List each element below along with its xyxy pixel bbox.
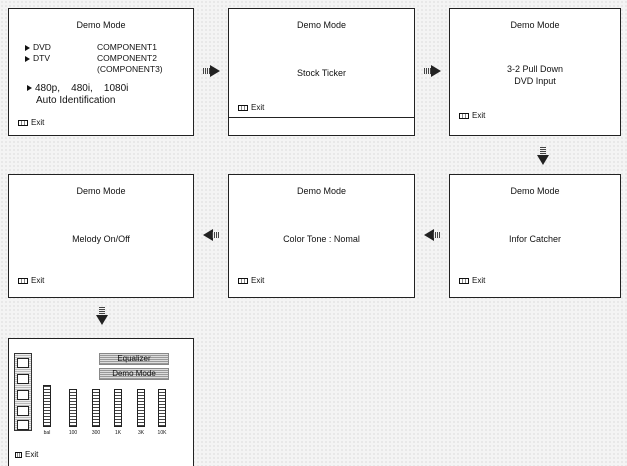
exit-button[interactable]: Exit: [459, 276, 485, 285]
arrow-down-icon: [96, 315, 108, 325]
feature-label: 3-2 Pull Down: [506, 64, 564, 74]
arrow-shaft: [203, 68, 211, 74]
sound-mode-icon: [17, 406, 29, 416]
eq-band-bar: [43, 385, 51, 427]
component-3: (COMPONENT3): [97, 64, 163, 74]
exit-icon: [15, 451, 22, 458]
triangle-icon: [27, 85, 32, 92]
component-2: COMPONENT2: [97, 53, 157, 63]
panel-title: Demo Mode: [76, 186, 126, 196]
auto-identification: Auto Identification: [36, 95, 116, 106]
feature-label-2: DVD Input: [514, 76, 556, 86]
panel-melody: Demo Mode Melody On/Off Exit: [8, 174, 194, 298]
panel-equalizer: Equalizer Demo Mode bal 100 300 1K 3K 10…: [8, 338, 194, 466]
panel-title: Demo Mode: [296, 186, 347, 196]
menu-item-dtv: DTV: [25, 53, 50, 63]
exit-button[interactable]: Exit: [459, 111, 485, 120]
exit-button[interactable]: Exit: [18, 276, 44, 285]
feature-label: Infor Catcher: [508, 234, 562, 244]
triangle-icon: [25, 55, 30, 62]
arrow-shaft: [433, 232, 441, 238]
eq-band-bar: [114, 389, 122, 427]
arrow-shaft: [99, 307, 105, 316]
exit-button[interactable]: Exit: [15, 450, 38, 459]
eq-band-bar: [69, 389, 77, 427]
exit-button[interactable]: Exit: [18, 118, 44, 127]
eq-band-label: 300: [91, 430, 101, 436]
arrow-right-icon: [431, 65, 441, 77]
demo-mode-badge: Demo Mode: [99, 368, 169, 380]
panel-title: Demo Mode: [510, 20, 560, 30]
sound-mode-icon: [17, 390, 29, 400]
exit-button[interactable]: Exit: [238, 276, 264, 285]
eq-band-bar: [158, 389, 166, 427]
exit-icon: [459, 112, 469, 119]
panel-demo-input: Demo Mode DVD DTV COMPONENT1 COMPONENT2 …: [8, 8, 194, 136]
exit-icon: [238, 104, 248, 111]
eq-band-label: 100: [68, 430, 78, 436]
exit-icon: [459, 277, 469, 284]
exit-icon: [18, 119, 28, 126]
exit-icon: [238, 277, 248, 284]
panel-infor-catcher: Demo Mode Infor Catcher Exit: [449, 174, 621, 298]
feature-label: Melody On/Off: [72, 234, 130, 244]
feature-label: Stock Ticker: [296, 68, 346, 78]
eq-band-label: 3K: [137, 430, 145, 436]
feature-label: Color Tone : Nomal: [283, 234, 360, 244]
exit-icon: [18, 277, 28, 284]
panel-stock-ticker: Demo Mode Stock Ticker Exit: [228, 8, 415, 136]
arrow-left-icon: [424, 229, 434, 241]
eq-band-label: bal: [43, 430, 51, 436]
arrow-shaft: [540, 147, 546, 156]
equalizer-badge: Equalizer: [99, 353, 169, 365]
menu-item-dvd: DVD: [25, 42, 51, 52]
sound-mode-icon: [17, 358, 29, 368]
sound-mode-sidebar: [14, 353, 32, 431]
arrow-shaft: [212, 232, 220, 238]
arrow-shaft: [424, 68, 432, 74]
panel-color-tone: Demo Mode Color Tone : Nomal Exit: [228, 174, 415, 298]
resolutions: 480p, 480i, 1080i: [27, 83, 128, 94]
arrow-down-icon: [537, 155, 549, 165]
panel-pull-down: Demo Mode 3-2 Pull Down DVD Input Exit: [449, 8, 621, 136]
eq-band-label: 1K: [114, 430, 122, 436]
ticker-strip: [229, 117, 414, 118]
panel-title: Demo Mode: [296, 20, 347, 30]
arrow-left-icon: [203, 229, 213, 241]
sound-mode-icon: [17, 420, 29, 430]
arrow-right-icon: [210, 65, 220, 77]
exit-button[interactable]: Exit: [238, 103, 264, 112]
eq-band-bar: [92, 389, 100, 427]
triangle-icon: [25, 44, 30, 51]
eq-band-label: 10K: [157, 430, 167, 436]
component-1: COMPONENT1: [97, 42, 157, 52]
sound-mode-icon: [17, 374, 29, 384]
panel-title: Demo Mode: [76, 20, 126, 30]
eq-band-bar: [137, 389, 145, 427]
panel-title: Demo Mode: [510, 186, 560, 196]
